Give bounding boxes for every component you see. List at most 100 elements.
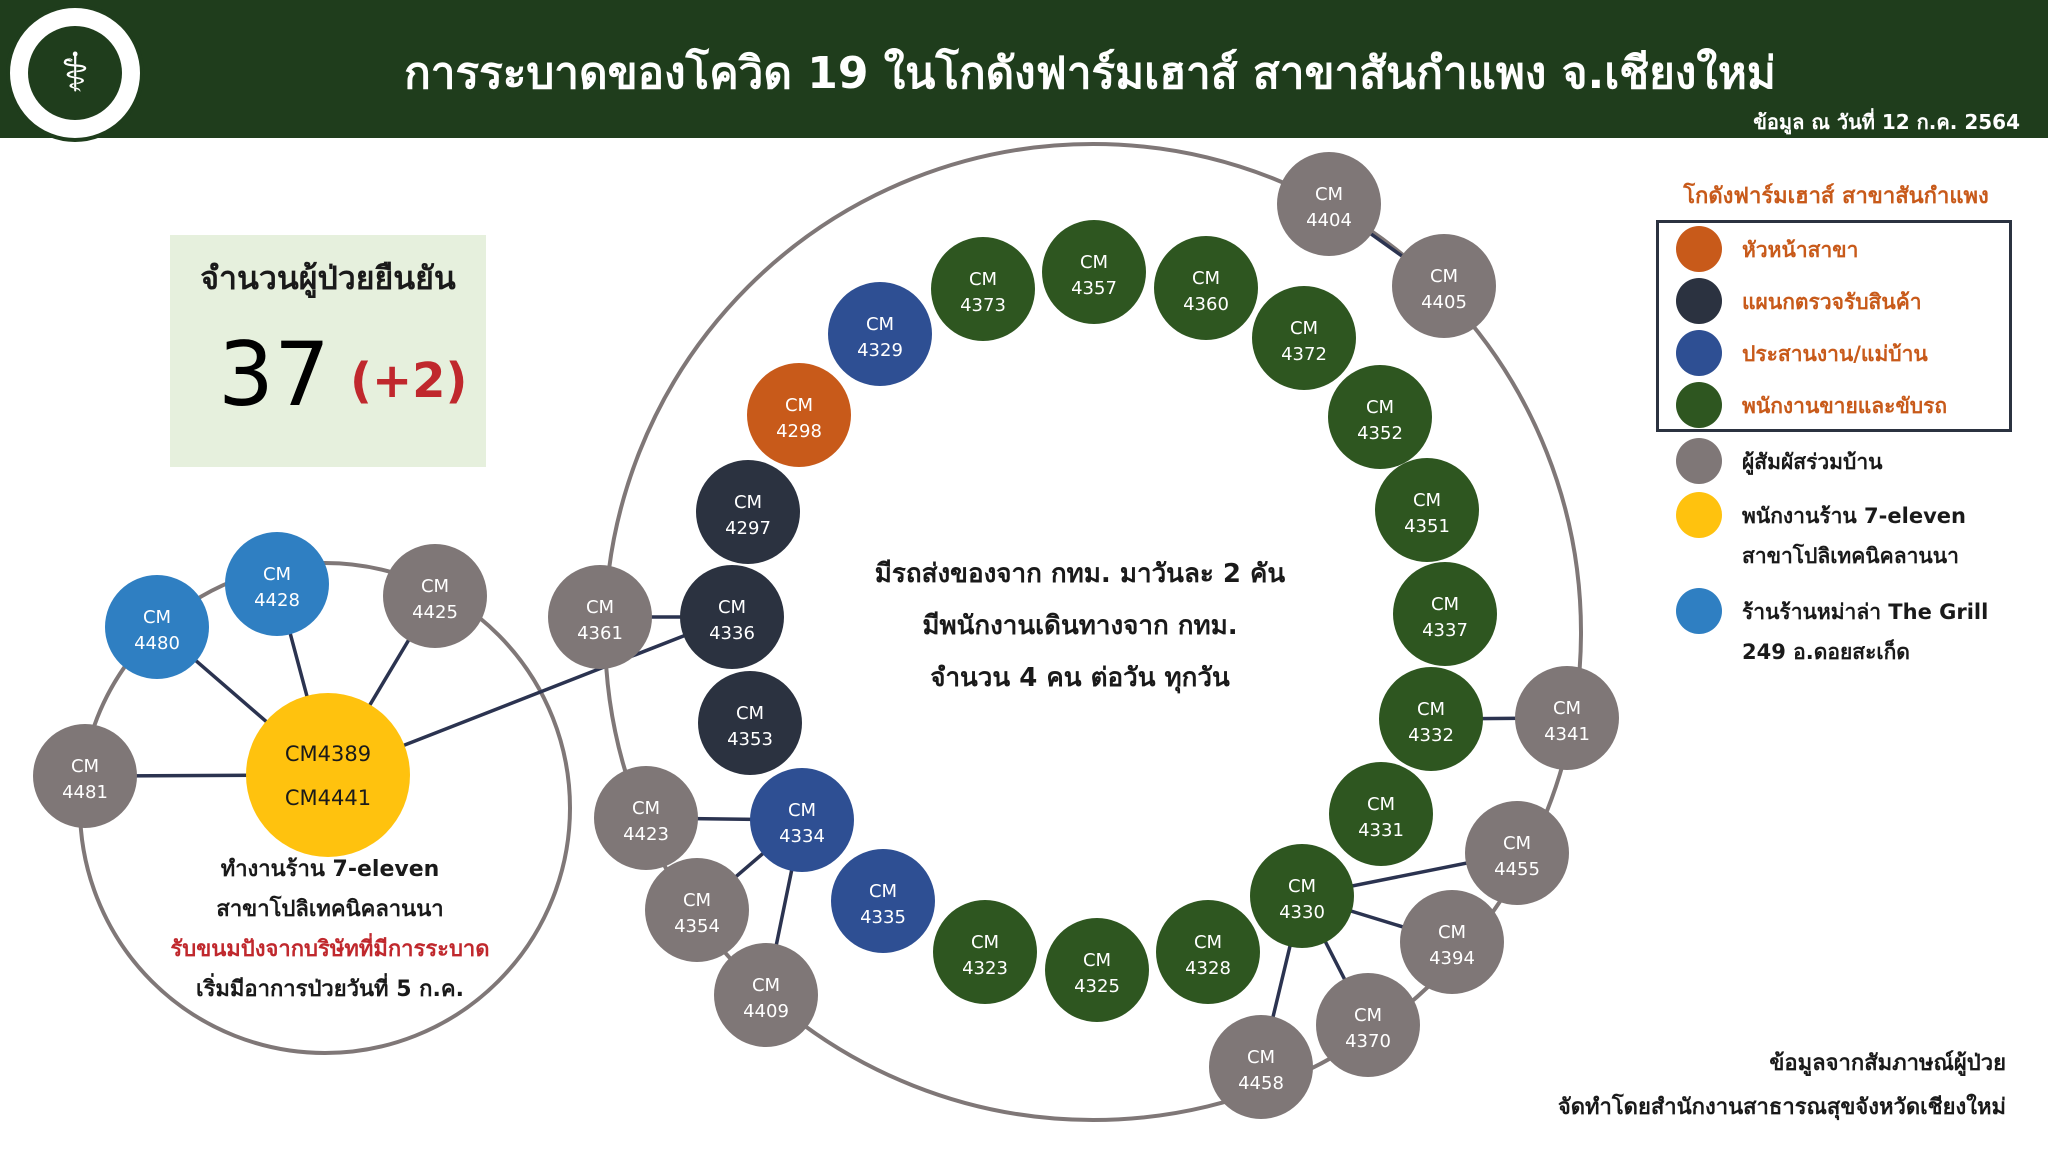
node-label-top: CM [969,269,997,290]
node-circle [1515,666,1619,770]
node-circle [33,724,137,828]
node-label-top: CM4389 [285,742,371,766]
warehouse-note-line3: จำนวน 4 คน ต่อวัน ทุกวัน [930,663,1230,693]
confirmed-count-label: จำนวนผู้ป่วยยืนยัน [200,259,456,297]
seven-eleven-note-line2: สาขาโปลิเทคนิคลานนา [216,897,444,922]
node-circle [1154,236,1258,340]
node-label-top: CM [1315,184,1343,205]
node-circle [645,858,749,962]
node-label-bottom: 4332 [1408,725,1454,746]
node-label-top: CM [1247,1047,1275,1068]
node-label-top: CM [752,975,780,996]
confirmed-count-box: จำนวนผู้ป่วยยืนยัน 37 (+2) [170,235,486,467]
node-circle [225,532,329,636]
node-label-top: CM [1290,318,1318,339]
node-label-bottom: 4394 [1429,948,1475,969]
node-label-top: CM [1413,490,1441,511]
node-label-bottom: 4458 [1238,1073,1284,1094]
node-label-bottom: 4404 [1306,210,1352,231]
node-label-top: CM [788,800,816,821]
node-label-bottom: 4481 [62,782,108,803]
node-circle [1316,973,1420,1077]
node-label-top: CM [785,395,813,416]
node-label-bottom: 4423 [623,824,669,845]
case-node-4332: CM 4332 [1379,667,1483,771]
node-label-bottom: 4334 [779,826,825,847]
case-node-4481: CM 4481 [33,724,137,828]
node-circle [1375,458,1479,562]
page-title: การระบาดของโควิด 19 ในโกดังฟาร์มเฮาส์ สา… [404,48,1776,99]
node-circle [750,768,854,872]
case-node-4455: CM 4455 [1465,801,1569,905]
legend-dot-orange [1676,226,1722,272]
legend-warehouse-box [1656,220,2012,432]
node-circle [1045,918,1149,1022]
legend-dot-lightblue [1676,588,1722,634]
node-label-bottom: 4425 [412,602,458,623]
node-label-bottom: 4360 [1183,294,1229,315]
node-circle [1465,801,1569,905]
legend-label: พนักงานร้าน 7-eleven [1742,504,1966,528]
seven-eleven-note-line3: รับขนมปังจากบริษัทที่มีการระบาด [170,937,490,962]
node-label-top: CM [1083,950,1111,971]
node-label-top: CM [1553,698,1581,719]
node-circle [747,363,851,467]
seven-eleven-note: ทำงานร้าน 7-eleven สาขาโปลิเทคนิคลานนา ร… [120,850,540,1010]
warehouse-note-line1: มีรถส่งของจาก กทม. มาวันละ 2 คัน [874,559,1286,589]
node-label-bottom: 4298 [776,421,822,442]
node-circle [1379,667,1483,771]
legend-label: ร้านร้านหม่าล่า The Grill [1742,600,1989,624]
node-label-top: CM [971,932,999,953]
node-label-bottom: 4337 [1422,620,1468,641]
node-circle [383,544,487,648]
node-circle [828,282,932,386]
seven-eleven-note-line4: เริ่มมีอาการป่วยวันที่ 5 ก.ค. [196,977,464,1002]
node-circle [714,943,818,1047]
node-circle [1400,890,1504,994]
node-label-bottom: 4480 [134,633,180,654]
node-label-top: CM [1503,833,1531,854]
node-label-bottom: 4372 [1281,344,1327,365]
legend-dot-dark [1676,278,1722,324]
logo-emblem: ⚕ [28,26,122,120]
node-label-top: CM [421,576,449,597]
node-label-top: CM [683,890,711,911]
seven-eleven-note-line1: ทำงานร้าน 7-eleven [220,857,440,882]
node-circle [1328,365,1432,469]
node-label-top: CM [1417,699,1445,720]
node-label-bottom: 4353 [727,729,773,750]
legend-dot-green [1676,382,1722,428]
legend-label-2: 249 อ.ดอยสะเก็ด [1742,640,1910,664]
node-label-bottom: 4405 [1421,292,1467,313]
node-label-bottom: 4323 [962,958,1008,979]
legend-label: ประสานงาน/แม่บ้าน [1742,342,1928,366]
node-label-bottom: 4331 [1358,820,1404,841]
node-label-bottom: 4455 [1494,859,1540,880]
header-bar: ⚕ การระบาดของโควิด 19 ในโกดังฟาร์มเฮาส์ … [0,0,2048,142]
node-label-top: CM [1354,1005,1382,1026]
node-circle [246,693,410,857]
node-label-bottom: 4341 [1544,724,1590,745]
legend-label: แผนกตรวจรับสินค้า [1742,290,1922,314]
warehouse-note: มีรถส่งของจาก กทม. มาวันละ 2 คัน มีพนักง… [820,548,1340,704]
node-label-top: CM [71,756,99,777]
node-label-top: CM [1194,932,1222,953]
case-node-4341: CM 4341 [1515,666,1619,770]
